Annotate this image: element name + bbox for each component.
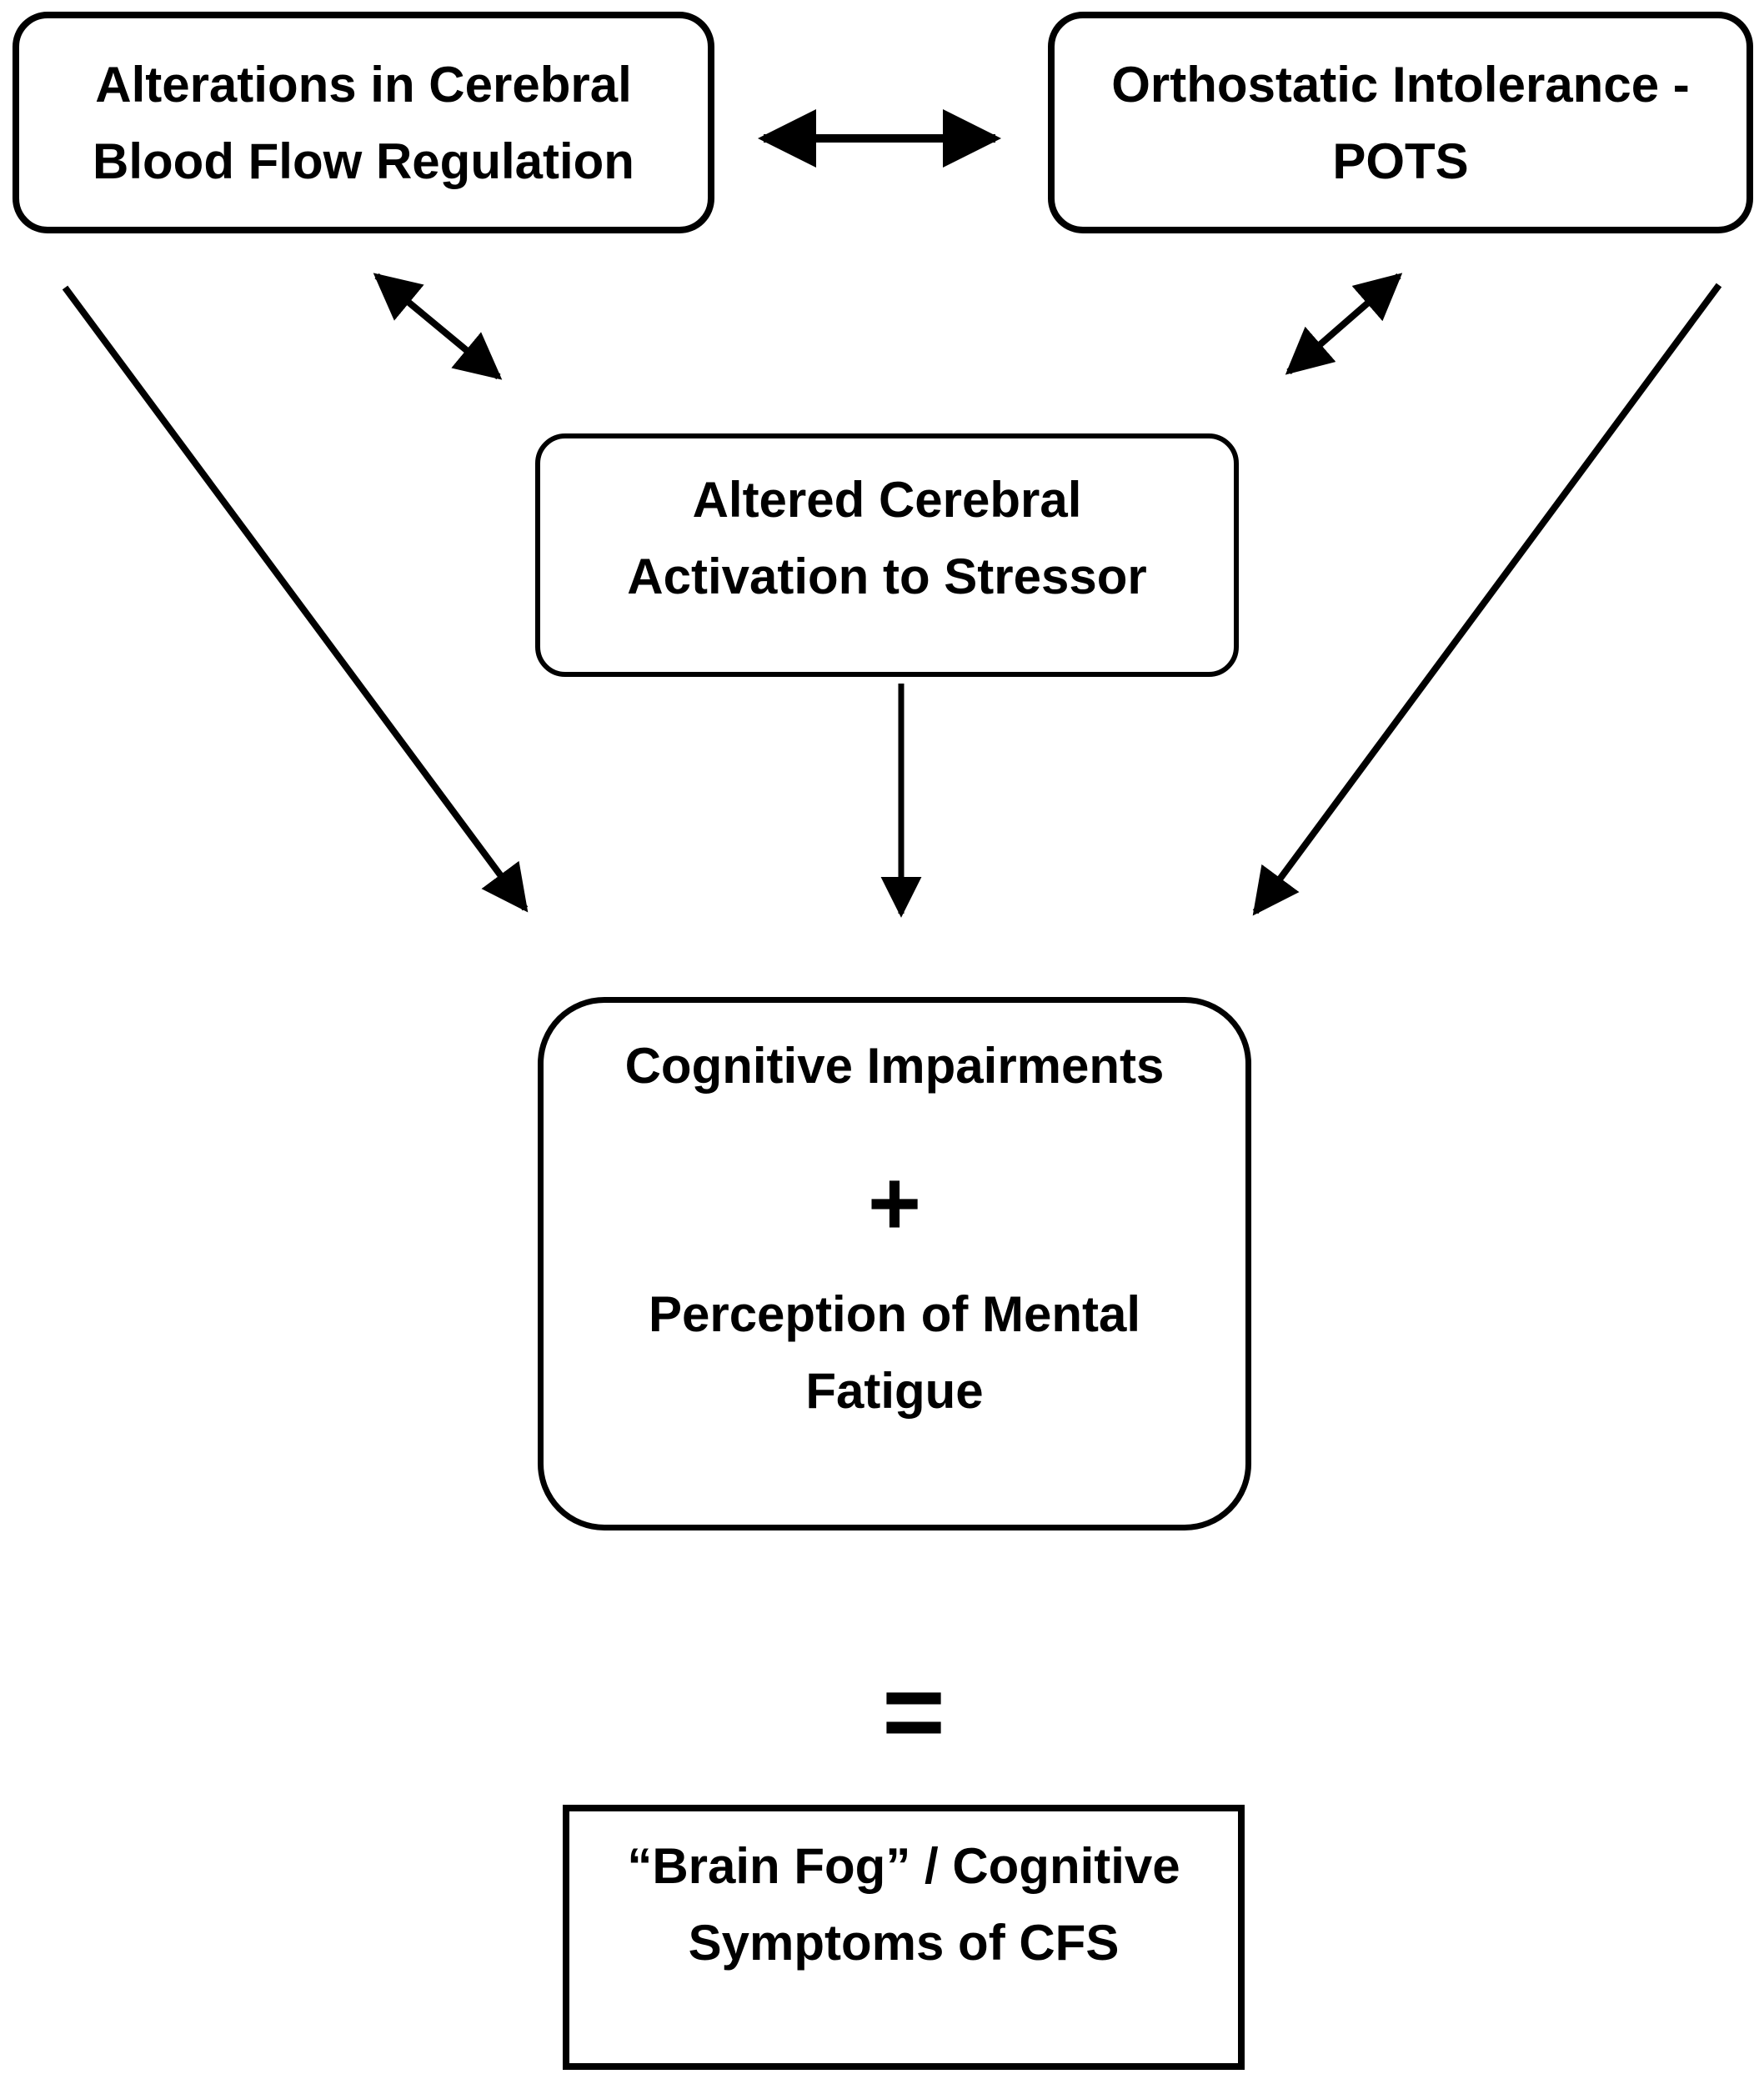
node-text-line: Symptoms of CFS (688, 1915, 1120, 1971)
node-text-line: POTS (1332, 133, 1469, 189)
node-orthostatic-intolerance-pots: Orthostatic Intolerance - POTS (1048, 12, 1753, 233)
node-text-line: Orthostatic Intolerance - (1111, 57, 1690, 113)
equals-operator: = (882, 1651, 945, 1772)
node-text-line: Activation to Stressor (627, 549, 1147, 604)
node-text-line: Cognitive Impairments (624, 1038, 1165, 1094)
node-text-line: Fatigue (805, 1363, 984, 1419)
arrow-cbf-to-cognitive (62, 285, 529, 913)
node-altered-cerebral-activation: Altered Cerebral Activation to Stressor (535, 433, 1239, 677)
node-text-line: “Brain Fog” / Cognitive (627, 1838, 1180, 1894)
node-text-line: Perception of Mental (648, 1286, 1141, 1342)
node-text-line: Altered Cerebral (692, 472, 1082, 528)
arrow-bidirectional-cbf-acas (373, 273, 503, 380)
node-alterations-cerebral-blood-flow: Alterations in Cerebral Blood Flow Regul… (13, 12, 714, 233)
node-text-line: Blood Flow Regulation (93, 133, 634, 189)
node-cognitive-impairments-mental-fatigue: Cognitive Impairments + Perception of Me… (538, 997, 1251, 1530)
arrow-oi-to-cognitive (1252, 283, 1722, 916)
plus-operator: + (867, 1152, 922, 1255)
node-text-line: Alterations in Cerebral (95, 57, 632, 113)
node-brain-fog-cfs-symptoms: “Brain Fog” / Cognitive Symptoms of CFS (563, 1805, 1245, 2070)
arrow-bidirectional-oi-acas (1285, 273, 1403, 375)
